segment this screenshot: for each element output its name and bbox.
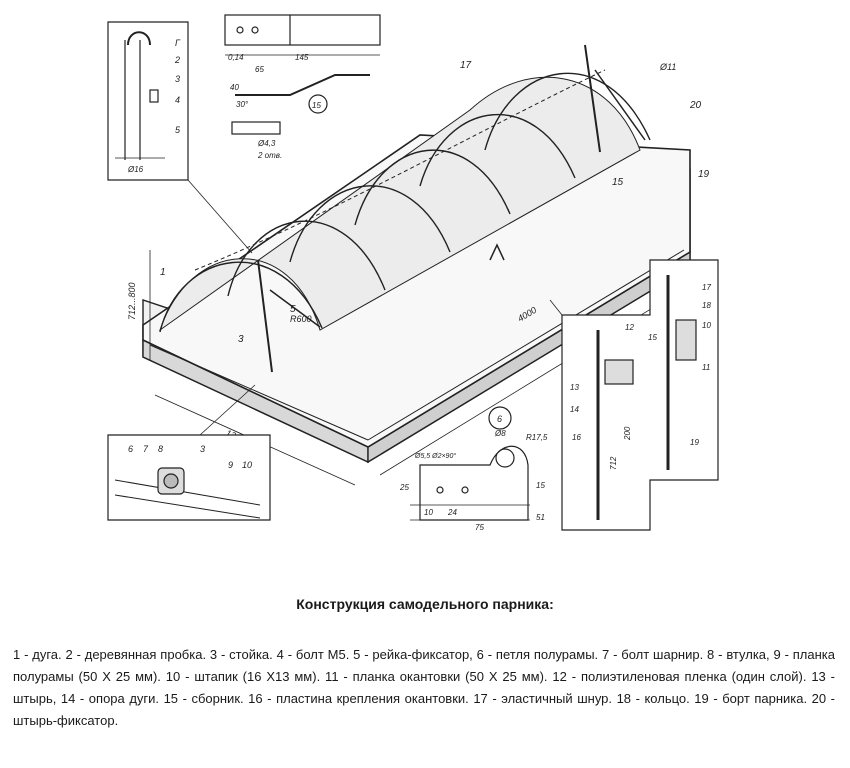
rim-callout-19: 19 xyxy=(690,438,699,447)
joint-callout-5: 5 xyxy=(175,125,181,135)
arch-1 xyxy=(159,261,323,333)
rim-dim-712: 712 xyxy=(609,456,618,470)
rail-dim-30: 30° xyxy=(236,100,249,109)
joint-dim-16: Ø16 xyxy=(127,165,144,174)
rim-callout-16: 16 xyxy=(572,433,581,442)
loop-dim-25: 25 xyxy=(399,483,409,492)
loop-callout-6: 6 xyxy=(497,414,502,424)
callout-19: 19 xyxy=(698,169,710,180)
dim-height: 712...800 xyxy=(127,282,137,320)
rim-callout-10: 10 xyxy=(702,321,711,330)
rim-dim-200: 200 xyxy=(623,426,632,441)
greenhouse-frame-rim xyxy=(142,134,691,448)
arch-5 xyxy=(419,113,576,187)
rail-dim-40: 40 xyxy=(230,83,239,92)
rim-callout-17: 17 xyxy=(702,283,711,292)
loop-dim-51: 51 xyxy=(536,513,545,522)
caption-legend: 1 - дуга. 2 - деревянная пробка. 3 - сто… xyxy=(13,647,835,728)
callout-20: 20 xyxy=(689,100,702,111)
arch-3 xyxy=(289,185,451,263)
arch-4 xyxy=(354,149,511,226)
arch-2 xyxy=(227,220,386,297)
hinge-callout-8: 8 xyxy=(158,444,163,454)
film-cover xyxy=(159,76,641,332)
dim-radius: R600 xyxy=(290,314,312,324)
callout-3: 3 xyxy=(238,334,244,345)
hinge-callout-9: 9 xyxy=(228,460,233,470)
hinge-callout-3: 3 xyxy=(200,444,205,454)
callout-1: 1 xyxy=(160,267,166,278)
callout-15: 15 xyxy=(612,177,624,188)
rail-callout-15: 15 xyxy=(312,101,321,110)
detail-arch-joint xyxy=(107,21,253,254)
loop-dim-10: 10 xyxy=(424,508,433,517)
rim-callout-15: 15 xyxy=(648,333,657,342)
joint-callout-2: 2 xyxy=(174,55,180,65)
loop-dim-15: 15 xyxy=(536,481,545,490)
arch-6 xyxy=(484,72,651,151)
hinge-callout-7: 7 xyxy=(143,444,149,454)
loop-dim-24: 24 xyxy=(447,508,457,517)
rail-dim-43: Ø4,3 xyxy=(257,139,276,148)
joint-label-f: Г xyxy=(175,38,181,48)
rim-callout-13: 13 xyxy=(570,383,579,392)
detail-fixer-rail xyxy=(224,14,381,135)
detail-rim-section xyxy=(549,259,719,531)
joint-callout-4: 4 xyxy=(175,95,180,105)
loop-dim-75: 75 xyxy=(475,523,484,532)
loop-dim-8: Ø8 xyxy=(494,429,506,438)
rim-callout-18: 18 xyxy=(702,301,711,310)
callout-17: 17 xyxy=(460,60,472,71)
detail-hinge xyxy=(107,384,271,521)
rim-callout-14: 14 xyxy=(570,405,579,414)
rim-callout-11: 11 xyxy=(702,363,710,372)
rail-dim-014: 0,14 xyxy=(228,53,244,62)
hinge-callout-6: 6 xyxy=(128,444,133,454)
rail-dim-2otv: 2 отв. xyxy=(257,151,282,160)
callout-5: 5 xyxy=(290,304,296,315)
detail-frame-loop xyxy=(410,406,530,521)
dim-d11: Ø11 xyxy=(659,62,676,72)
rail-dim-145: 145 xyxy=(295,53,309,62)
loop-dim-35x90: Ø5,5 Ø2×90° xyxy=(414,452,456,460)
greenhouse-technical-drawing: 1 3 5 15 17 19 20 R600 Ø11 4000 1210 712… xyxy=(107,14,719,532)
loop-dim-r175: R17,5 xyxy=(526,433,548,442)
hinge-callout-10: 10 xyxy=(242,460,252,470)
joint-callout-3: 3 xyxy=(175,74,180,84)
rim-callout-12: 12 xyxy=(625,323,634,332)
rail-dim-65: 65 xyxy=(255,65,264,74)
greenhouse-main-view xyxy=(142,44,691,486)
caption-title: Конструкция самодельного парника: xyxy=(296,596,554,612)
